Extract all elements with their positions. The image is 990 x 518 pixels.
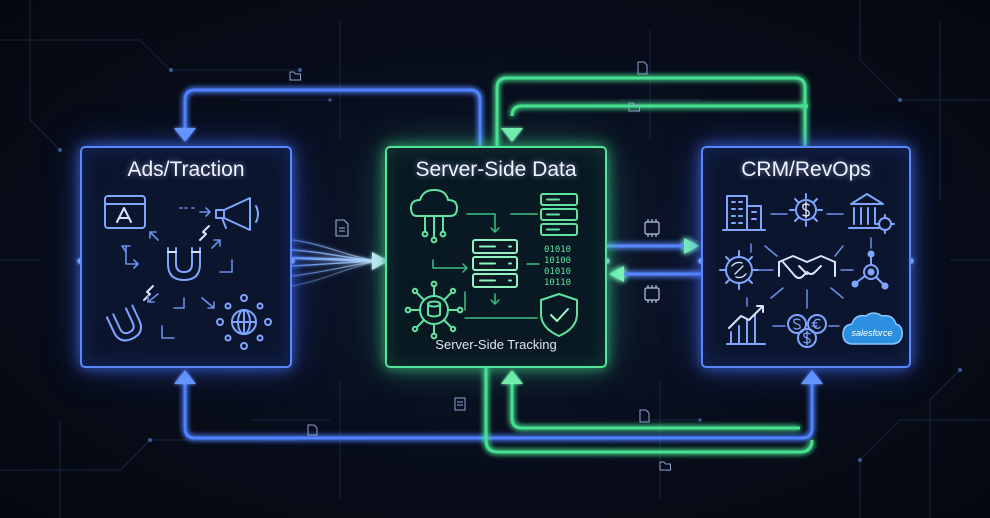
svg-text:10100: 10100: [544, 256, 571, 266]
server-icon-group: 01010 10100 01010 10110: [404, 189, 578, 340]
gear-dollar-icon: [789, 193, 823, 227]
browser-ad-icon: [104, 195, 146, 229]
server-stack-icon: [472, 239, 518, 288]
currency-coins-icon: [787, 314, 827, 348]
panel-title-crm: CRM/RevOps: [741, 158, 871, 181]
hubspot-icon: [851, 250, 889, 290]
connector-lines: [746, 213, 872, 327]
megaphone-icon: [215, 197, 259, 231]
magnet-icon: [167, 225, 210, 281]
gear-refresh-icon: [719, 250, 759, 290]
server-side-data-panel: Server-Side Data: [385, 146, 607, 368]
crm-icon-group: salesforce: [719, 193, 903, 348]
chip-icon: [644, 285, 660, 303]
salesforce-logo-icon: salesforce: [842, 312, 903, 345]
blue-loop-arrows: [174, 128, 823, 384]
server-to-crm-arrow: [607, 238, 699, 254]
flow-arrows: [121, 207, 233, 339]
stream-arrowhead: [372, 252, 388, 270]
crm-revops-panel: CRM/RevOps: [701, 146, 911, 368]
panel-subtitle-server: Server-Side Tracking: [435, 337, 557, 352]
folder-icon: [289, 71, 671, 471]
database-node-icon: [404, 280, 464, 340]
data-stream-lines: [291, 239, 379, 287]
file-icon: [307, 61, 650, 436]
green-loop-arrows: [501, 128, 523, 384]
network-globe-icon: [216, 294, 272, 350]
ads-icon-group: [104, 195, 272, 350]
salesforce-logo-text: salesforce: [851, 328, 892, 338]
growth-chart-icon: [726, 305, 766, 345]
panel-title-ads: Ads/Traction: [127, 158, 245, 181]
magnet-icon: [105, 285, 154, 342]
ads-traction-panel: Ads/Traction: [80, 146, 292, 368]
server-stack-icon: [540, 193, 578, 236]
office-building-icon: [722, 195, 766, 231]
svg-text:01010: 01010: [544, 245, 571, 255]
shield-check-icon: [540, 293, 578, 337]
blue-loop-wire: [183, 88, 814, 440]
binary-data-icon: 01010 10100 01010 10110: [544, 245, 571, 288]
cloud-icon: [410, 189, 458, 244]
green-loop-wire: [484, 76, 814, 454]
background-dots: [58, 68, 962, 462]
panel-title-server: Server-Side Data: [415, 158, 577, 181]
crm-to-server-arrow: [609, 266, 701, 282]
document-icon: [335, 219, 349, 237]
flow-arrows: [432, 213, 540, 319]
handshake-icon: [778, 255, 836, 279]
bank-gear-icon: [848, 193, 895, 234]
chip-icon: [644, 219, 660, 237]
svg-text:01010: 01010: [544, 267, 571, 277]
svg-text:10110: 10110: [544, 278, 571, 288]
